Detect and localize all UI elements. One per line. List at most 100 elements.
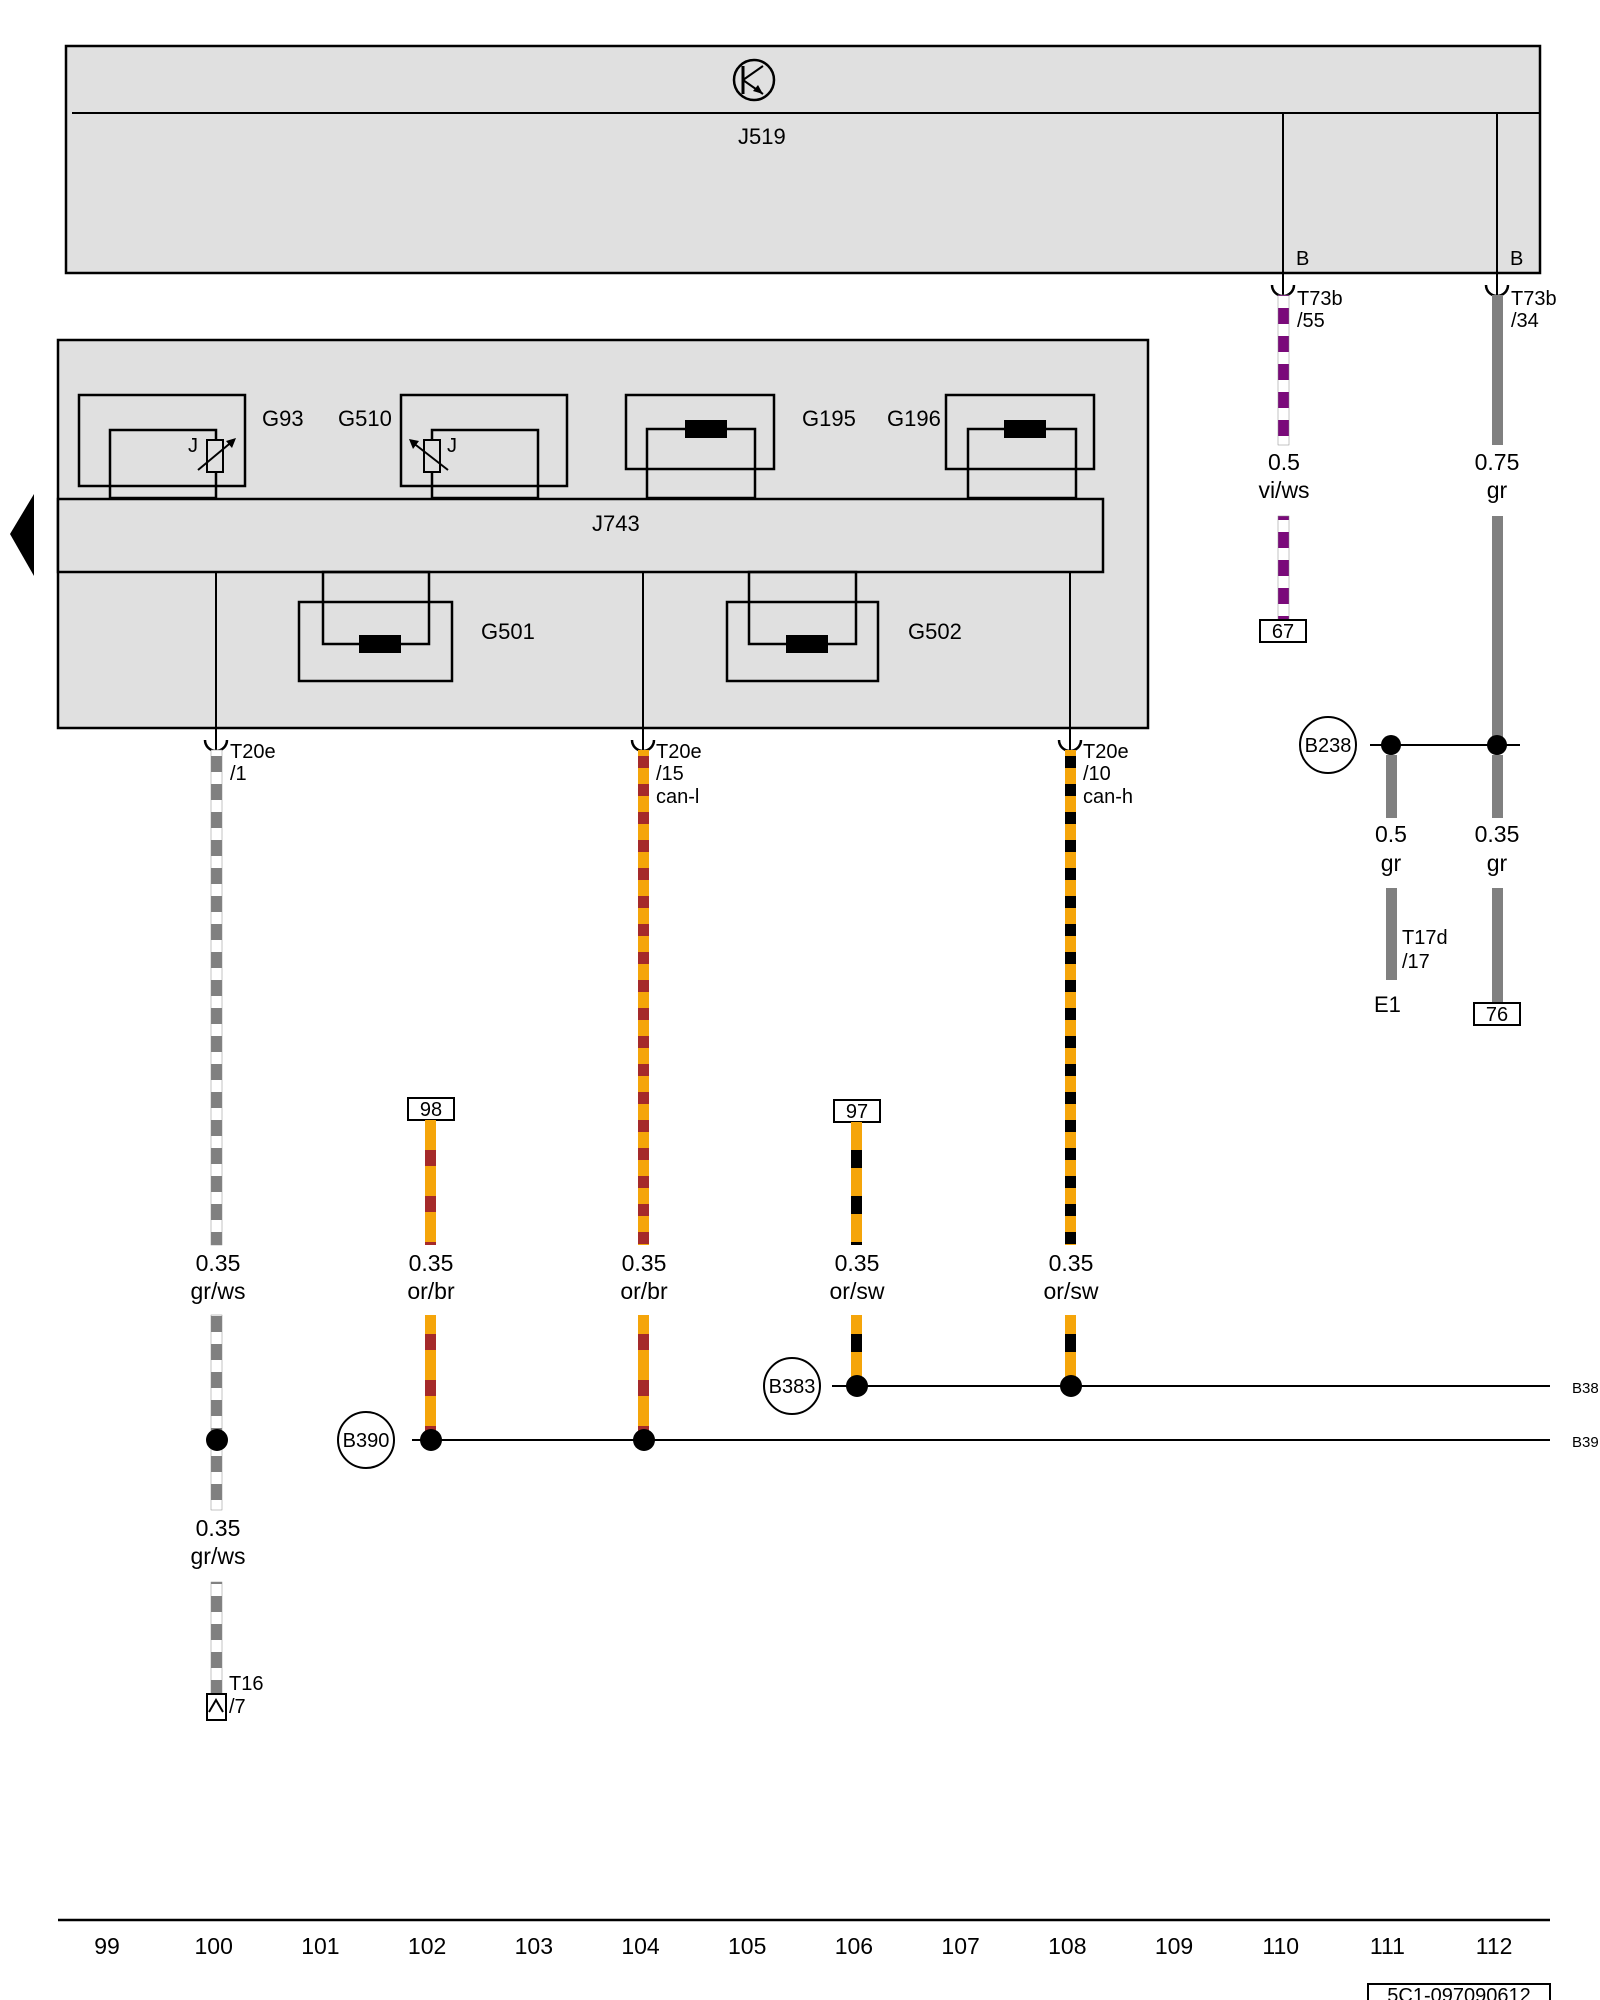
wire-104-lower <box>638 1315 649 1440</box>
g510-label: G510 <box>338 406 392 431</box>
wire-111-size: 0.5 <box>1375 821 1407 847</box>
g93-arrow-head <box>226 438 236 448</box>
t16-pin: /7 <box>229 1696 246 1718</box>
wire-112-b-lower <box>1492 888 1503 1003</box>
g196-label: G196 <box>887 406 941 431</box>
b383-node-106 <box>846 1375 868 1397</box>
column-label-111: 111 <box>1370 1933 1405 1959</box>
wire-102-color: or/br <box>407 1278 455 1304</box>
g196-element-icon <box>1004 420 1046 438</box>
t20e-15-label: T20e <box>656 741 702 763</box>
t73b-34-pin-icon <box>1484 273 1510 298</box>
t16-connector-icon <box>206 1693 227 1721</box>
transistor-icon <box>732 58 776 102</box>
g93-label: G93 <box>262 406 304 431</box>
g510-mark: J <box>447 435 457 457</box>
wire-106-color: or/sw <box>830 1278 885 1304</box>
wire-100b-color: gr/ws <box>191 1543 246 1569</box>
b390-splice <box>337 1411 395 1469</box>
b383-label: B383 <box>769 1376 816 1398</box>
wire-112-b-upper <box>1492 755 1503 818</box>
wire-108-color: or/sw <box>1044 1278 1099 1304</box>
b238-node-112 <box>1487 735 1507 755</box>
t20e-10-label: T20e <box>1083 741 1129 763</box>
g502-element-icon <box>786 635 828 653</box>
g510-variable-arrow <box>411 441 449 471</box>
j519-module <box>64 44 1542 275</box>
wire-112-size: 0.75 <box>1475 449 1520 475</box>
wire-100a-color: gr/ws <box>191 1278 246 1304</box>
t17d-pin: /17 <box>1402 951 1430 973</box>
ref-67: 67 <box>1272 621 1294 643</box>
g195-element-icon <box>685 420 727 438</box>
b238-node-111 <box>1381 735 1401 755</box>
wire-110-size: 0.5 <box>1268 449 1300 475</box>
g502-box <box>725 600 880 683</box>
t17d-label: T17d <box>1402 927 1448 949</box>
wire-104-size: 0.35 <box>622 1250 667 1276</box>
wire-111-color: gr <box>1381 850 1402 876</box>
wire-100-lower <box>210 1581 223 1695</box>
g510-sensor-icon <box>423 439 441 473</box>
wire-108-lower <box>1065 1315 1076 1387</box>
column-label-106: 106 <box>835 1933 873 1959</box>
e1-label: E1 <box>1374 992 1401 1017</box>
b383-continuation: B38 <box>1572 1380 1599 1397</box>
t73b-55-label: T73b <box>1297 288 1343 310</box>
t73b-55-pin: /55 <box>1297 310 1325 332</box>
column-label-99: 99 <box>94 1933 120 1959</box>
j519-label: J519 <box>738 124 786 149</box>
wire-100-node <box>206 1429 228 1451</box>
j743-controller-bar <box>56 497 1105 574</box>
column-label-109: 109 <box>1155 1933 1193 1959</box>
g93-box <box>77 393 247 488</box>
wire-108-upper <box>1065 750 1076 1245</box>
t20e-1-label: T20e <box>230 741 276 763</box>
column-label-112: 112 <box>1476 1933 1513 1959</box>
ref-98: 98 <box>420 1099 442 1121</box>
t20e-1-pin: /1 <box>230 763 247 785</box>
column-label-104: 104 <box>621 1933 660 1959</box>
column-label-101: 101 <box>301 1933 339 1959</box>
g501-element-icon <box>359 635 401 653</box>
g501-box <box>297 600 454 683</box>
wire-100-mid <box>210 1314 223 1511</box>
wire-112-upper <box>1492 295 1503 445</box>
t20e-10-signal: can-h <box>1083 786 1133 808</box>
t73b-34-label: T73b <box>1511 288 1557 310</box>
b383-node-108 <box>1060 1375 1082 1397</box>
wire-112b-color: gr <box>1487 850 1508 876</box>
g195-label: G195 <box>802 406 856 431</box>
wire-100-upper <box>210 749 223 1246</box>
column-label-110: 110 <box>1262 1933 1299 1959</box>
g195-box <box>624 393 776 471</box>
ref-76-box <box>1473 1002 1521 1026</box>
b390-continuation: B39 <box>1572 1434 1599 1451</box>
column-label-105: 105 <box>728 1933 766 1959</box>
wire-102-upper <box>425 1120 436 1245</box>
wire-106-upper <box>851 1122 862 1245</box>
g502-label: G502 <box>908 619 962 644</box>
b383-splice <box>763 1357 821 1415</box>
b390-node-102 <box>420 1429 442 1451</box>
g93-mark: J <box>188 435 198 457</box>
b238-splice <box>1299 716 1357 774</box>
g510-arrow-head <box>409 439 419 449</box>
t73b-34-pin: /34 <box>1511 310 1539 332</box>
t20e-15-signal: can-l <box>656 786 699 808</box>
ref-67-box <box>1259 619 1307 643</box>
column-label-102: 102 <box>408 1933 446 1959</box>
wire-104-upper <box>638 750 649 1245</box>
b390-label: B390 <box>343 1430 390 1452</box>
wire-112-mid <box>1492 516 1503 746</box>
wire-100b-size: 0.35 <box>196 1515 241 1541</box>
doc-code-box <box>1367 1983 1551 2000</box>
wire-112b-size: 0.35 <box>1475 821 1520 847</box>
doc-code: 5C1-097090612 <box>1387 1985 1530 2000</box>
g510-box <box>399 393 569 488</box>
t20e-10-pin-icon <box>1057 728 1083 753</box>
column-label-100: 100 <box>195 1933 233 1959</box>
t20e-1-pin-icon <box>203 728 229 753</box>
g196-box <box>944 393 1096 471</box>
